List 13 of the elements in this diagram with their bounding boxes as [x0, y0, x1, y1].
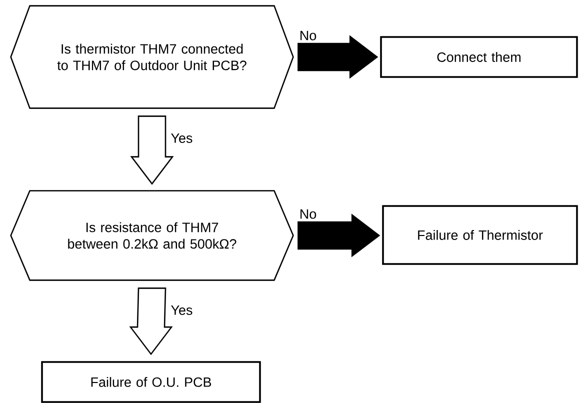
decision-hexagon: Is resistance of THM7 between 0.2kΩ and 500kΩ?: [10, 190, 294, 281]
decision-hexagon: Is thermistor THM7 connected to THM7 of Outdoor Unit PCB?: [10, 5, 294, 109]
block-arrow: [130, 116, 174, 185]
edge-label: Yes: [170, 132, 194, 144]
process-box: Failure of O.U. PCB: [41, 361, 261, 403]
edge-label: No: [298, 208, 318, 220]
block-arrow: [298, 35, 378, 79]
process-box: Failure of Thermistor: [382, 205, 578, 265]
block-arrow: [129, 288, 173, 356]
edge-label: No: [298, 30, 318, 42]
block-arrow: [298, 214, 380, 258]
process-box: Connect them: [380, 36, 578, 78]
edge-label: Yes: [170, 304, 194, 316]
